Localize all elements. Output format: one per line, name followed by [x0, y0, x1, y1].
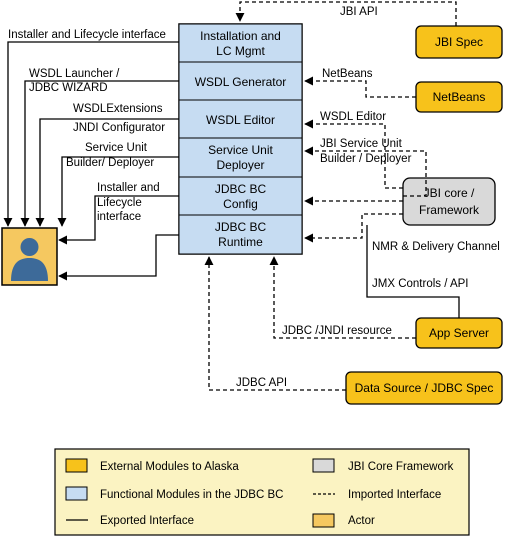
actor [1, 227, 58, 286]
jbi-core-label: JBI core / [424, 186, 475, 200]
data-source-box: Data Source / JDBC Spec [345, 371, 503, 405]
label-service-unit: Service Unit [85, 142, 148, 154]
exported-installer-lifecycle-2-line [58, 195, 179, 245]
imported-nmr-line [304, 213, 403, 243]
label-installer-lifecycle: Installer and Lifecycle interface [8, 29, 166, 41]
imported-interface-labels: JBI API NetBeans WSDL Editor JBI Service… [236, 6, 500, 389]
module-label: Deployer [216, 158, 264, 172]
legend-jbi-core-label: JBI Core Framework [348, 461, 454, 473]
legend-imported-interface: Imported Interface [313, 489, 441, 501]
data-source-label: Data Source / JDBC Spec [355, 381, 494, 395]
label-wsdl-editor: WSDL Editor [320, 111, 386, 123]
label-jdbc-api: JDBC API [236, 377, 287, 389]
exported-su-builder-line [57, 156, 179, 227]
legend-external-modules: External Modules to Alaska [65, 458, 239, 473]
legend-imported-interface-label: Imported Interface [348, 489, 441, 501]
module-label: JDBC BC [215, 182, 267, 196]
label-lifecycle: Lifecycle [97, 197, 142, 209]
legend: External Modules to Alaska JBI Core Fram… [54, 448, 470, 536]
legend-exported-interface-label: Exported Interface [100, 515, 194, 527]
module-label: Runtime [218, 235, 263, 249]
legend-exported-interface: Exported Interface [66, 515, 194, 527]
exported-installer-lifecycle-line [3, 41, 179, 227]
imported-jdbc-api-line [204, 256, 346, 391]
exported-wsdl-extensions-line [35, 118, 179, 227]
app-server-box: App Server [415, 317, 503, 349]
module-label: JDBC BC [215, 220, 267, 234]
module-label: WSDL Generator [195, 75, 287, 89]
jbi-core-framework-box: JBI core / Framework [402, 177, 496, 226]
jbi-core-label: Framework [419, 203, 480, 217]
jmx-controls-line [366, 225, 460, 318]
legend-jbi-core-framework: JBI Core Framework [312, 458, 454, 473]
label-nmr: NMR & Delivery Channel [372, 241, 500, 253]
label-interface: interface [97, 211, 141, 223]
label-builder-deployer: Builder/ Deployer [66, 157, 154, 169]
person-icon [11, 238, 48, 281]
label-wsdl-extensions: WSDLExtensions [73, 103, 163, 115]
label-jdbc-wizard: JDBC WIZARD [29, 82, 108, 94]
imported-interfaces [204, 1, 457, 391]
functional-module-stack: Installation and LC Mgmt WSDL Generator … [178, 23, 303, 255]
module-jdbc-bc-config: JDBC BC Config [178, 176, 303, 216]
module-service-unit-deployer: Service Unit Deployer [178, 137, 303, 178]
module-label: WSDL Editor [206, 113, 275, 127]
app-server-label: App Server [429, 326, 489, 340]
label-jbi-api: JBI API [340, 6, 378, 18]
jbi-spec-label: JBI Spec [435, 35, 483, 49]
module-installation-lc-mgmt: Installation and LC Mgmt [178, 23, 303, 63]
module-label: Config [223, 197, 258, 211]
exported-runtime-line [58, 234, 179, 281]
label-installer-and: Installer and [97, 182, 160, 194]
exported-interface-labels: Installer and Lifecycle interface WSDL L… [8, 29, 166, 223]
module-label: Installation and [200, 29, 281, 43]
label-wsdl-launcher: WSDL Launcher / [29, 68, 120, 80]
legend-actor: Actor [312, 513, 375, 528]
module-wsdl-generator: WSDL Generator [178, 61, 303, 101]
imported-jbi-su-line [304, 146, 427, 197]
label-jmx: JMX Controls / API [372, 278, 469, 290]
legend-functional-modules: Functional Modules in the JDBC BC [65, 486, 283, 501]
module-label: LC Mgmt [216, 44, 265, 58]
netbeans-box: NetBeans [415, 81, 503, 113]
module-label: Service Unit [208, 143, 273, 157]
imported-jdbc-jndi-line [269, 256, 416, 339]
jbi-spec-box: JBI Spec [415, 25, 503, 59]
netbeans-label: NetBeans [433, 90, 486, 104]
legend-functional-modules-label: Functional Modules in the JDBC BC [100, 489, 283, 501]
exported-interfaces [3, 41, 179, 281]
label-jdbc-jndi: JDBC /JNDI resource [282, 325, 392, 337]
label-netbeans: NetBeans [322, 68, 373, 80]
legend-external-modules-label: External Modules to Alaska [100, 461, 239, 473]
label-jbi-service-unit: JBI Service Unit [320, 138, 403, 150]
exported-wsdl-launcher-line [20, 80, 179, 227]
legend-actor-label: Actor [348, 515, 375, 527]
label-jbi-builder-deployer: Builder / Deployer [320, 153, 412, 165]
imported-wsdl-editor-line [304, 119, 403, 189]
module-wsdl-editor: WSDL Editor [178, 99, 303, 139]
module-jdbc-bc-runtime: JDBC BC Runtime [178, 214, 303, 255]
label-jndi-configurator: JNDI Configurator [73, 122, 165, 134]
imported-netbeans-line [304, 76, 416, 98]
